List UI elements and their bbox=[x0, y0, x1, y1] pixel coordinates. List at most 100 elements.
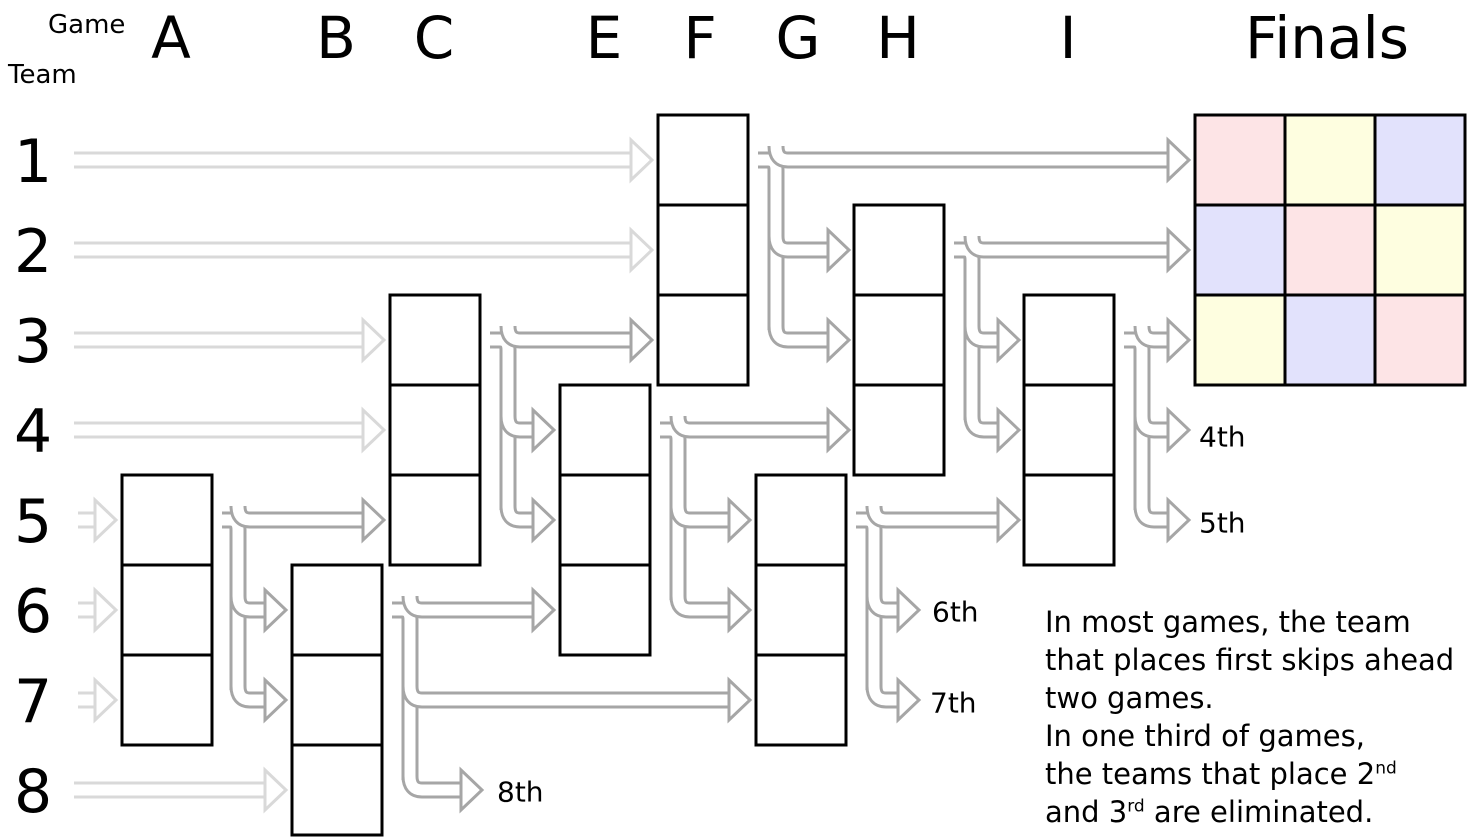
note-line-5: the teams that place 2nd bbox=[1045, 755, 1454, 793]
note-line-3: two games. bbox=[1045, 681, 1214, 715]
game-c-box-slot-2 bbox=[388, 383, 482, 477]
entry-arrow-team-1-head bbox=[629, 136, 655, 184]
game-b-output-branch-0 bbox=[401, 595, 534, 619]
game-e-output-branch-head-2 bbox=[727, 586, 753, 634]
column-head-h: H bbox=[876, 4, 920, 72]
game-c-box-slot-3 bbox=[388, 473, 482, 567]
finals-cell-r2-c1 bbox=[1193, 203, 1287, 297]
note-line-6: and 3rd are eliminated. bbox=[1045, 793, 1454, 831]
rules-note: In most games, the team that places firs… bbox=[1045, 603, 1454, 831]
team-label-6: 6 bbox=[14, 577, 53, 647]
game-f-output-branch-head-1 bbox=[826, 226, 852, 274]
game-e-output-branch-1 bbox=[669, 505, 730, 529]
game-h-output-branch-head-1 bbox=[996, 316, 1022, 364]
game-i-output-branch-head-1 bbox=[1166, 406, 1192, 454]
team-header-label: Team bbox=[8, 60, 77, 90]
game-h-output-branch-head-0 bbox=[1166, 226, 1192, 274]
finals-cell-r3-c1 bbox=[1193, 293, 1287, 387]
game-e-output-branch-0 bbox=[669, 415, 829, 439]
game-e-box-slot-1 bbox=[558, 383, 652, 477]
note-line-6-end: are eliminated. bbox=[1144, 795, 1374, 829]
game-f-output-branch-1 bbox=[767, 235, 829, 259]
finals-cell-r2-c2 bbox=[1283, 203, 1377, 297]
game-g-box-slot-1 bbox=[754, 473, 848, 567]
game-a-output-branch-head-0 bbox=[361, 496, 387, 544]
game-i-output-branch-head-0 bbox=[1166, 316, 1192, 364]
game-b-output-branch-1 bbox=[401, 685, 730, 709]
finals-cell-r1-c1 bbox=[1193, 113, 1287, 207]
game-h-box-slot-1 bbox=[852, 203, 946, 297]
game-a-box-slot-2 bbox=[120, 563, 214, 657]
game-c-box-slot-1 bbox=[388, 293, 482, 387]
game-g-output-branch-0 bbox=[865, 505, 999, 529]
team-label-8: 8 bbox=[14, 757, 53, 827]
game-g-box-slot-3 bbox=[754, 653, 848, 747]
column-head-a: A bbox=[151, 4, 191, 72]
finals-cell-r1-c2 bbox=[1283, 113, 1377, 207]
game-h-output-branch-1 bbox=[963, 325, 999, 349]
note-line-5-sup: nd bbox=[1375, 758, 1397, 779]
game-a-output-branch-head-2 bbox=[263, 676, 289, 724]
entry-arrow-team-3-head bbox=[361, 316, 387, 364]
column-head-f: F bbox=[683, 4, 717, 72]
game-h-box-slot-3 bbox=[852, 383, 946, 477]
game-i-output-branch-0 bbox=[1133, 325, 1169, 349]
game-b-box-slot-1 bbox=[290, 563, 384, 657]
game-c-output-branch-head-0 bbox=[629, 316, 655, 364]
note-line-4: In one third of games, bbox=[1045, 719, 1365, 753]
place-label-6th: 6th bbox=[932, 595, 979, 629]
entry-arrow-team-2-head bbox=[629, 226, 655, 274]
game-c-output-branch-2 bbox=[499, 505, 534, 529]
team-label-4: 4 bbox=[14, 397, 53, 467]
game-a-box-slot-1 bbox=[120, 473, 214, 567]
place-label-8th: 8th bbox=[497, 775, 544, 809]
game-h-output-branch-2 bbox=[963, 415, 999, 439]
game-i-output-branch-head-2 bbox=[1166, 496, 1192, 544]
game-i-output-branch-2 bbox=[1133, 505, 1169, 529]
team-label-3: 3 bbox=[14, 307, 53, 377]
note-line-1: In most games, the team bbox=[1045, 605, 1411, 639]
game-c-output-branch-0 bbox=[499, 325, 632, 349]
column-head-b: B bbox=[316, 4, 356, 72]
game-a-output-branch-2 bbox=[229, 685, 266, 709]
game-e-output-branch-2 bbox=[669, 595, 730, 619]
game-a-output-branch-0 bbox=[229, 505, 364, 529]
note-line-5-text: the teams that place 2 bbox=[1045, 757, 1376, 791]
place-label-4th: 4th bbox=[1199, 420, 1246, 454]
game-g-output-branch-head-0 bbox=[996, 496, 1022, 544]
game-c-output-branch-head-1 bbox=[531, 406, 557, 454]
team-label-7: 7 bbox=[14, 667, 53, 737]
team-label-1: 1 bbox=[14, 127, 53, 197]
game-c-output-branch-head-2 bbox=[531, 496, 557, 544]
game-c-output-branch-1 bbox=[499, 415, 534, 439]
entry-arrow-team-7-head bbox=[93, 676, 119, 724]
column-head-i: I bbox=[1059, 4, 1077, 72]
place-label-5th: 5th bbox=[1199, 506, 1246, 540]
game-f-output-branch-head-2 bbox=[826, 316, 852, 364]
game-g-box-slot-2 bbox=[754, 563, 848, 657]
game-e-output-branch-head-0 bbox=[826, 406, 852, 454]
game-e-box-slot-2 bbox=[558, 473, 652, 567]
game-f-output-branch-head-0 bbox=[1166, 136, 1192, 184]
entry-arrow-team-5-head bbox=[93, 496, 119, 544]
game-b-output-branch-head-1 bbox=[727, 676, 753, 724]
game-f-output-branch-0 bbox=[767, 145, 1169, 169]
game-f-output-branch-2 bbox=[767, 325, 829, 349]
game-h-output-branch-0 bbox=[963, 235, 1169, 259]
game-g-output-branch-head-2 bbox=[896, 676, 922, 724]
game-g-output-branch-1 bbox=[865, 595, 899, 619]
finals-cell-r1-c3 bbox=[1373, 113, 1467, 207]
game-b-box-slot-2 bbox=[290, 653, 384, 747]
game-b-output-branch-head-2 bbox=[459, 766, 485, 814]
game-b-output-branch-2 bbox=[401, 775, 462, 799]
game-i-box-slot-3 bbox=[1022, 473, 1116, 567]
team-label-2: 2 bbox=[14, 217, 53, 287]
column-head-g: G bbox=[775, 4, 821, 72]
game-header-label: Game bbox=[48, 10, 126, 40]
finals-cell-r3-c3 bbox=[1373, 293, 1467, 387]
game-a-output-branch-1 bbox=[229, 595, 266, 619]
game-i-box-slot-2 bbox=[1022, 383, 1116, 477]
column-head-c: C bbox=[413, 4, 455, 72]
